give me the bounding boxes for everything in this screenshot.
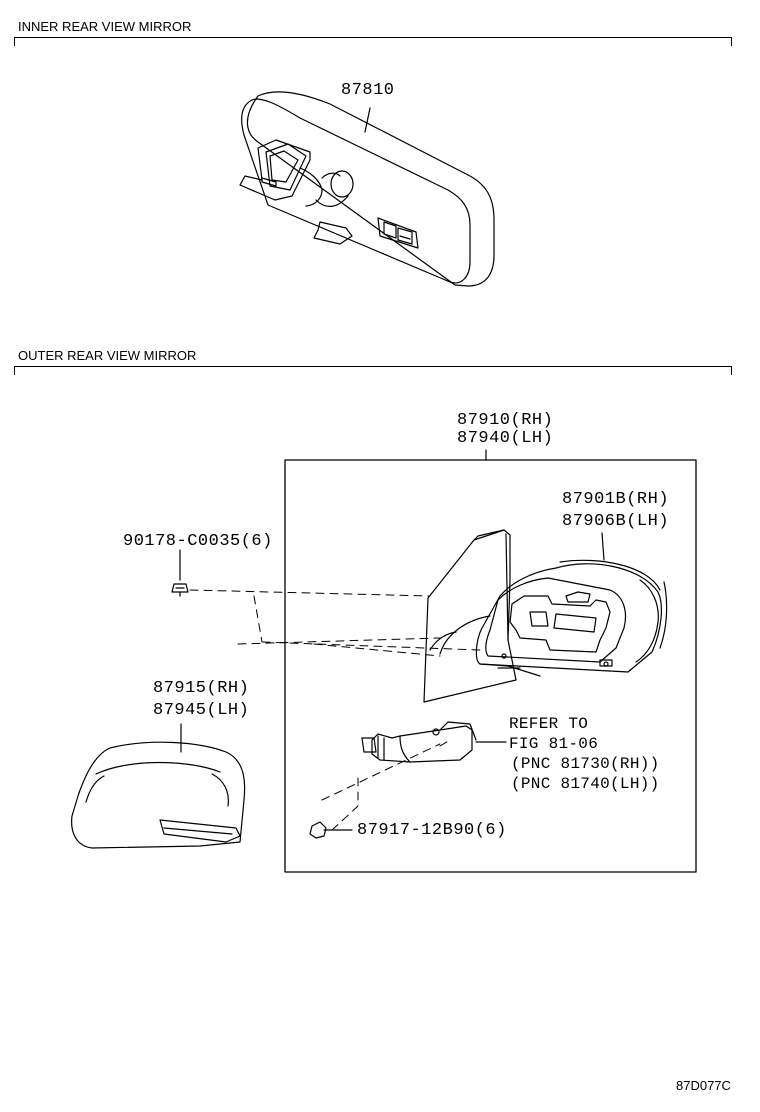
outer-section-rule [14,366,732,375]
part-label-mirror-sub-rh: 87901B(RH) [562,490,670,509]
turn-signal-lamp-drawing [361,721,507,763]
mirror-housing-drawing [475,532,668,677]
part-label-screw: 90178-C0035(6) [123,532,273,551]
bolt-drawing [309,821,353,839]
inner-mirror-drawing [239,91,495,287]
outer-section-title: OUTER REAR VIEW MIRROR [18,348,197,363]
part-label-cover-rh: 87915(RH) [153,679,250,698]
part-label-bolt: 87917-12B90(6) [357,821,507,840]
part-label-outer-assy-rh: 87910(RH) [457,411,554,430]
part-label-inner-mirror: 87810 [341,81,395,100]
part-label-cover-lh: 87945(LH) [153,701,250,720]
mirror-cover-drawing [71,723,246,849]
mirror-glass-drawing [423,529,517,703]
inner-section-rule [14,37,732,46]
inner-section-title: INNER REAR VIEW MIRROR [18,19,192,34]
refer-note-line-1: REFER TO [509,715,589,733]
diagram-code: 87D077C [676,1078,731,1093]
refer-note-line-4: (PNC 81740(LH)) [511,775,660,793]
refer-note-line-3: (PNC 81730(RH)) [511,755,660,773]
part-label-outer-assy-lh: 87940(LH) [457,429,554,448]
part-label-mirror-sub-lh: 87906B(LH) [562,512,670,531]
screw-drawing [171,549,189,597]
assembly-box [284,459,697,873]
refer-note-line-2: FIG 81-06 [509,735,599,753]
